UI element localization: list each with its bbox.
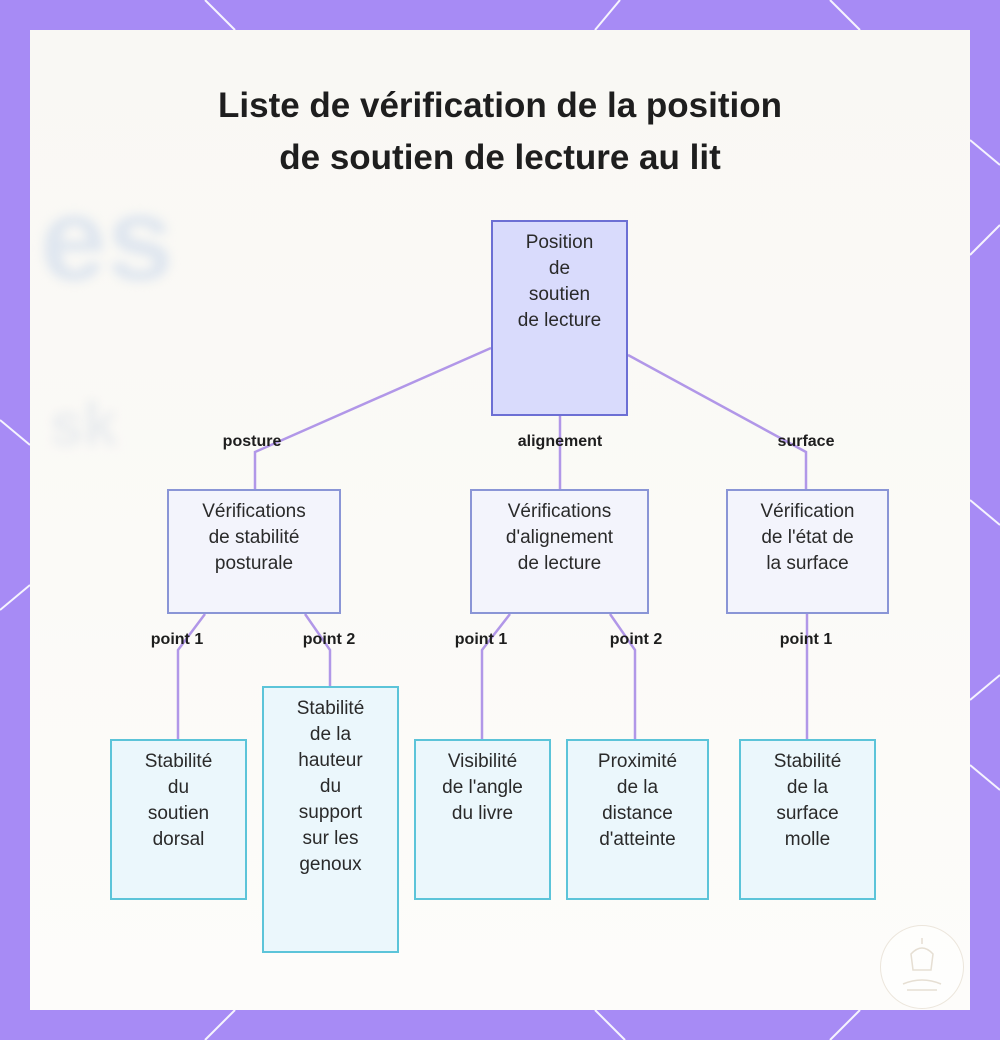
node-text: support — [298, 802, 363, 823]
node-text: soutien — [147, 803, 210, 824]
node-text: surface — [776, 803, 839, 824]
node-text: du — [167, 777, 190, 798]
node-text: distance — [602, 803, 673, 824]
node-alignement-lecture: Vérifications d'alignement de lecture — [470, 489, 649, 614]
edge-posture-genoux — [303, 613, 332, 686]
edge-label-surface-point-1: point 1 — [779, 631, 833, 648]
node-text: Stabilité — [773, 751, 842, 772]
edge-label-posture: posture — [222, 433, 282, 450]
node-text: molle — [784, 829, 831, 850]
node-text: de l'angle — [442, 777, 523, 798]
node-text: genoux — [299, 854, 362, 875]
edge-label-posture-point-2: point 2 — [302, 631, 356, 648]
edge-alignement-distance — [608, 613, 637, 739]
node-angle-livre: Visibilité de l'angle du livre — [414, 739, 551, 900]
node-distance-atteinte: Proximité de la distance d'atteinte — [566, 739, 709, 900]
node-surface-molle: Stabilité de la surface molle — [739, 739, 876, 900]
node-text: de stabilité — [208, 527, 300, 548]
node-text: de — [548, 258, 571, 279]
node-text: soutien — [528, 284, 591, 305]
edge-root-surface — [627, 353, 808, 489]
node-etat-surface: Vérification de l'état de la surface — [726, 489, 889, 614]
node-position-soutien-lecture: Position de soutien de lecture — [491, 220, 628, 416]
node-text: Vérification — [760, 501, 855, 522]
node-text: d'atteinte — [599, 829, 676, 850]
title-line: de soutien de lecture au lit — [279, 138, 721, 177]
background-blur-word: sk — [50, 391, 117, 458]
node-text: Stabilité — [144, 751, 213, 772]
node-text: de l'état de — [761, 527, 854, 548]
node-text: Position — [525, 232, 594, 253]
node-text: Vérifications — [202, 501, 306, 522]
node-soutien-dorsal: Stabilité du soutien dorsal — [110, 739, 247, 900]
diagram-title: Liste de vérification de la position de … — [0, 80, 1000, 184]
node-text: de la — [786, 777, 829, 798]
node-text: Proximité — [597, 751, 678, 772]
edge-label-posture-point-1: point 1 — [150, 631, 204, 648]
edge-alignement-angle — [480, 613, 511, 739]
edge-label-surface: surface — [777, 433, 835, 450]
node-stabilite-posturale: Vérifications de stabilité posturale — [167, 489, 341, 614]
node-text: Stabilité — [296, 698, 365, 719]
edge-root-posture — [253, 346, 492, 489]
edge-label-alignement: alignement — [517, 433, 603, 450]
node-text: posturale — [214, 553, 294, 574]
node-text: d'alignement — [505, 527, 614, 548]
background-blur-word: es — [40, 172, 174, 306]
node-text: de lecture — [517, 553, 602, 574]
node-text: la surface — [766, 553, 849, 574]
watermark-logo — [880, 925, 964, 1009]
node-text: de lecture — [517, 310, 602, 331]
node-text: hauteur — [298, 750, 363, 771]
node-text: Vérifications — [507, 501, 612, 522]
edge-label-alignement-point-2: point 2 — [609, 631, 663, 648]
node-text: de la — [309, 724, 352, 745]
node-text: sur les — [302, 828, 359, 849]
node-text: de la — [616, 777, 659, 798]
title-line: Liste de vérification de la position — [218, 86, 782, 125]
edge-posture-dorsal — [176, 613, 206, 739]
edge-label-alignement-point-1: point 1 — [454, 631, 508, 648]
node-hauteur-support-genoux: Stabilité de la hauteur du support sur l… — [262, 686, 399, 953]
node-text: dorsal — [152, 829, 205, 850]
node-text: du livre — [451, 803, 514, 824]
node-text: du — [319, 776, 342, 797]
node-text: Visibilité — [447, 751, 518, 772]
